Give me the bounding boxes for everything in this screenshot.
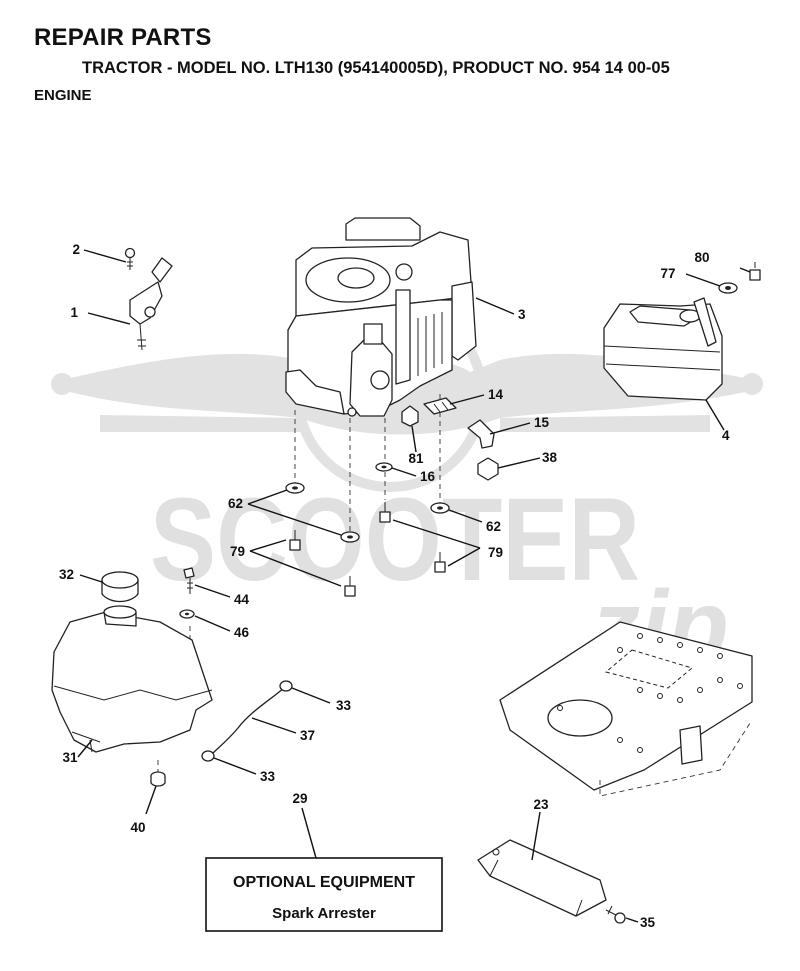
label-80: 80	[694, 250, 709, 265]
label-40: 40	[130, 820, 145, 835]
label-14: 14	[488, 387, 504, 402]
label-1: 1	[70, 305, 78, 320]
muffler	[603, 297, 723, 401]
bushing-40	[150, 771, 166, 787]
label-62-left: 62	[228, 496, 243, 511]
bolt-79-4	[434, 552, 446, 573]
elbow-15	[467, 419, 495, 449]
bolt-79-1	[289, 530, 301, 551]
label-79-right: 79	[488, 545, 503, 560]
fuel-line	[211, 687, 285, 755]
page-subtitle: TRACTOR - MODEL NO. LTH130 (954140005D),…	[82, 59, 670, 77]
label-16: 16	[420, 469, 436, 484]
nut-38	[477, 457, 499, 481]
label-33-upper: 33	[336, 698, 352, 713]
label-4: 4	[722, 428, 730, 443]
label-44: 44	[234, 592, 250, 607]
bolt-79-3	[379, 502, 391, 523]
label-35: 35	[640, 915, 656, 930]
callout-labels: 1 2 3 4 14 15 16 38 81 80 77 62 62 79 79…	[59, 242, 730, 930]
clamp-33-2	[201, 750, 215, 762]
label-3: 3	[518, 307, 526, 322]
screw-2	[124, 247, 136, 270]
throttle-control	[129, 257, 173, 351]
tractor-frame	[499, 621, 753, 797]
washer-62-3	[430, 502, 450, 514]
fitting-14	[423, 397, 457, 415]
bolt-79-2	[344, 576, 356, 597]
screw-44	[183, 567, 195, 594]
section-title: ENGINE	[34, 87, 92, 104]
leader-lines	[77, 249, 751, 923]
label-62-right: 62	[486, 519, 501, 534]
screw-35	[605, 905, 626, 924]
washer-46	[179, 609, 195, 619]
washer-62-2	[340, 531, 360, 543]
label-38: 38	[542, 450, 558, 465]
label-23: 23	[533, 797, 549, 812]
washer-62-1	[285, 482, 305, 494]
fuel-tank	[51, 605, 213, 753]
fitting-81	[401, 405, 419, 427]
optional-heading: OPTIONAL EQUIPMENT	[233, 874, 415, 891]
engine	[285, 217, 477, 417]
optional-item: Spark Arrester	[272, 905, 376, 922]
clamp-33-1	[279, 680, 293, 692]
fuel-cap	[101, 571, 139, 603]
bolt-80	[749, 262, 761, 281]
label-29: 29	[292, 791, 307, 806]
label-33-lower: 33	[260, 769, 276, 784]
washer-77	[718, 282, 738, 294]
label-37: 37	[300, 728, 315, 743]
washer-16	[375, 462, 393, 472]
page-title: REPAIR PARTS	[34, 24, 212, 51]
label-15: 15	[534, 415, 550, 430]
label-46: 46	[234, 625, 250, 640]
watermark-text: SCOOTER	[150, 474, 640, 606]
label-31: 31	[62, 750, 78, 765]
label-79-left: 79	[230, 544, 245, 559]
label-81: 81	[408, 451, 424, 466]
arrester-shield	[477, 839, 607, 917]
label-2: 2	[72, 242, 80, 257]
label-77: 77	[660, 266, 675, 281]
label-32: 32	[59, 567, 74, 582]
optional-equipment-box: OPTIONAL EQUIPMENT Spark Arrester	[205, 857, 443, 932]
